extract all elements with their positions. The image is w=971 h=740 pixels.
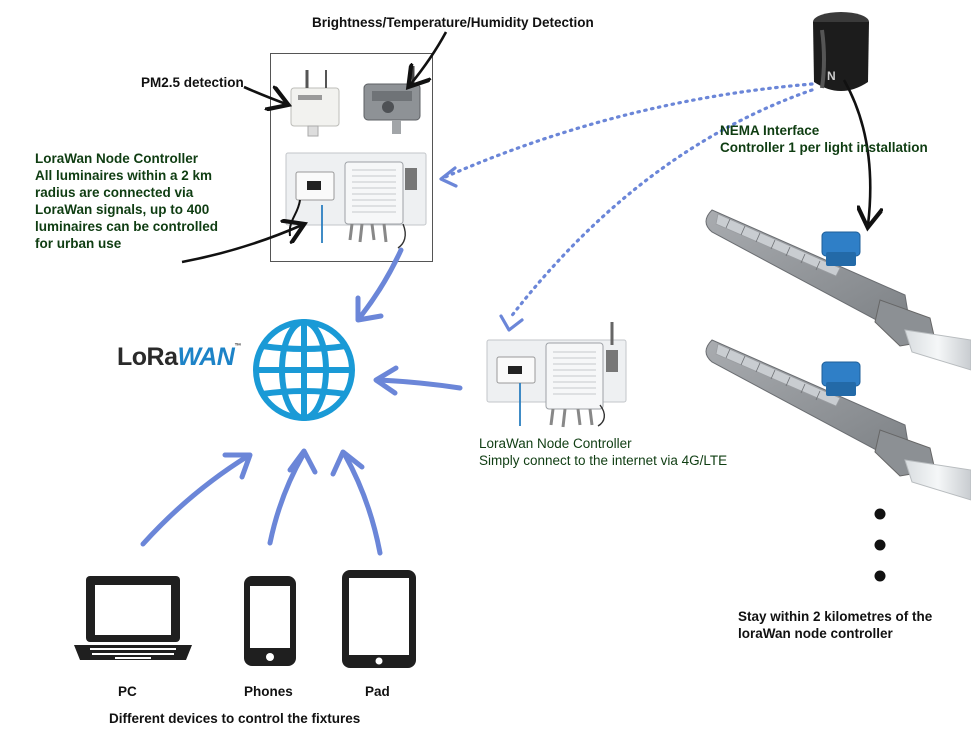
nema-to-controller-2-link [508, 88, 814, 320]
dotted-arrow-heads [439, 166, 524, 332]
lorawan-logo: LoRaWAN™ [117, 343, 241, 372]
phone-to-globe-arrow [267, 452, 306, 546]
laptop-icon [74, 576, 192, 660]
phone-icon [244, 576, 296, 666]
pm25-label: PM2.5 detection [141, 75, 244, 90]
sensor-pointer-arrow [410, 31, 448, 85]
nema-label: NEMA Interface Controller 1 per light in… [720, 123, 928, 155]
node-controller-2-label: LoraWan Node Controller Simply connect t… [479, 436, 728, 468]
pad-to-globe-arrow [342, 452, 383, 556]
controller-1-to-globe-arrow [358, 247, 404, 319]
phones-label: Phones [244, 684, 293, 699]
controller-2-to-globe-arrow [375, 377, 463, 391]
devices-caption: Different devices to control the fixture… [109, 711, 361, 726]
pc-to-globe-arrow [140, 453, 251, 547]
node-controller-image-2 [486, 322, 627, 428]
svg-text:N: N [827, 69, 836, 83]
solid-blue-arrows [140, 247, 463, 556]
street-light-2 [705, 339, 971, 501]
controller-pointer-arrow [181, 225, 302, 264]
lorawan-logo-tm: ™ [234, 343, 241, 350]
nema-controller-image: N [813, 12, 869, 91]
lorawan-logo-part2: WAN [177, 343, 235, 371]
street-light-1 [705, 209, 971, 371]
tablet-icon [342, 570, 416, 668]
node-controller-image-1 [285, 152, 427, 249]
globe-icon [253, 319, 355, 421]
node-controller-1-label: LoraWan Node Controller All luminaires w… [35, 151, 219, 251]
black-arrows [181, 31, 870, 264]
lorawan-logo-part1: LoRa [117, 343, 178, 371]
nema-to-controller-1-link [441, 82, 814, 180]
dotted-blue-arrows [441, 82, 814, 320]
sensor-detection-label: Brightness/Temperature/Humidity Detectio… [312, 15, 594, 30]
environment-sensor [363, 66, 421, 134]
pm25-sensor [290, 70, 340, 137]
stay-within-label: Stay within 2 kilometres of the loraWan … [738, 609, 933, 641]
pc-label: PC [118, 684, 137, 699]
nema-to-lamp-arrow [842, 79, 870, 225]
ellipsis-dots [874, 508, 886, 582]
pad-label: Pad [365, 684, 390, 699]
pm25-pointer-arrow [243, 87, 286, 104]
